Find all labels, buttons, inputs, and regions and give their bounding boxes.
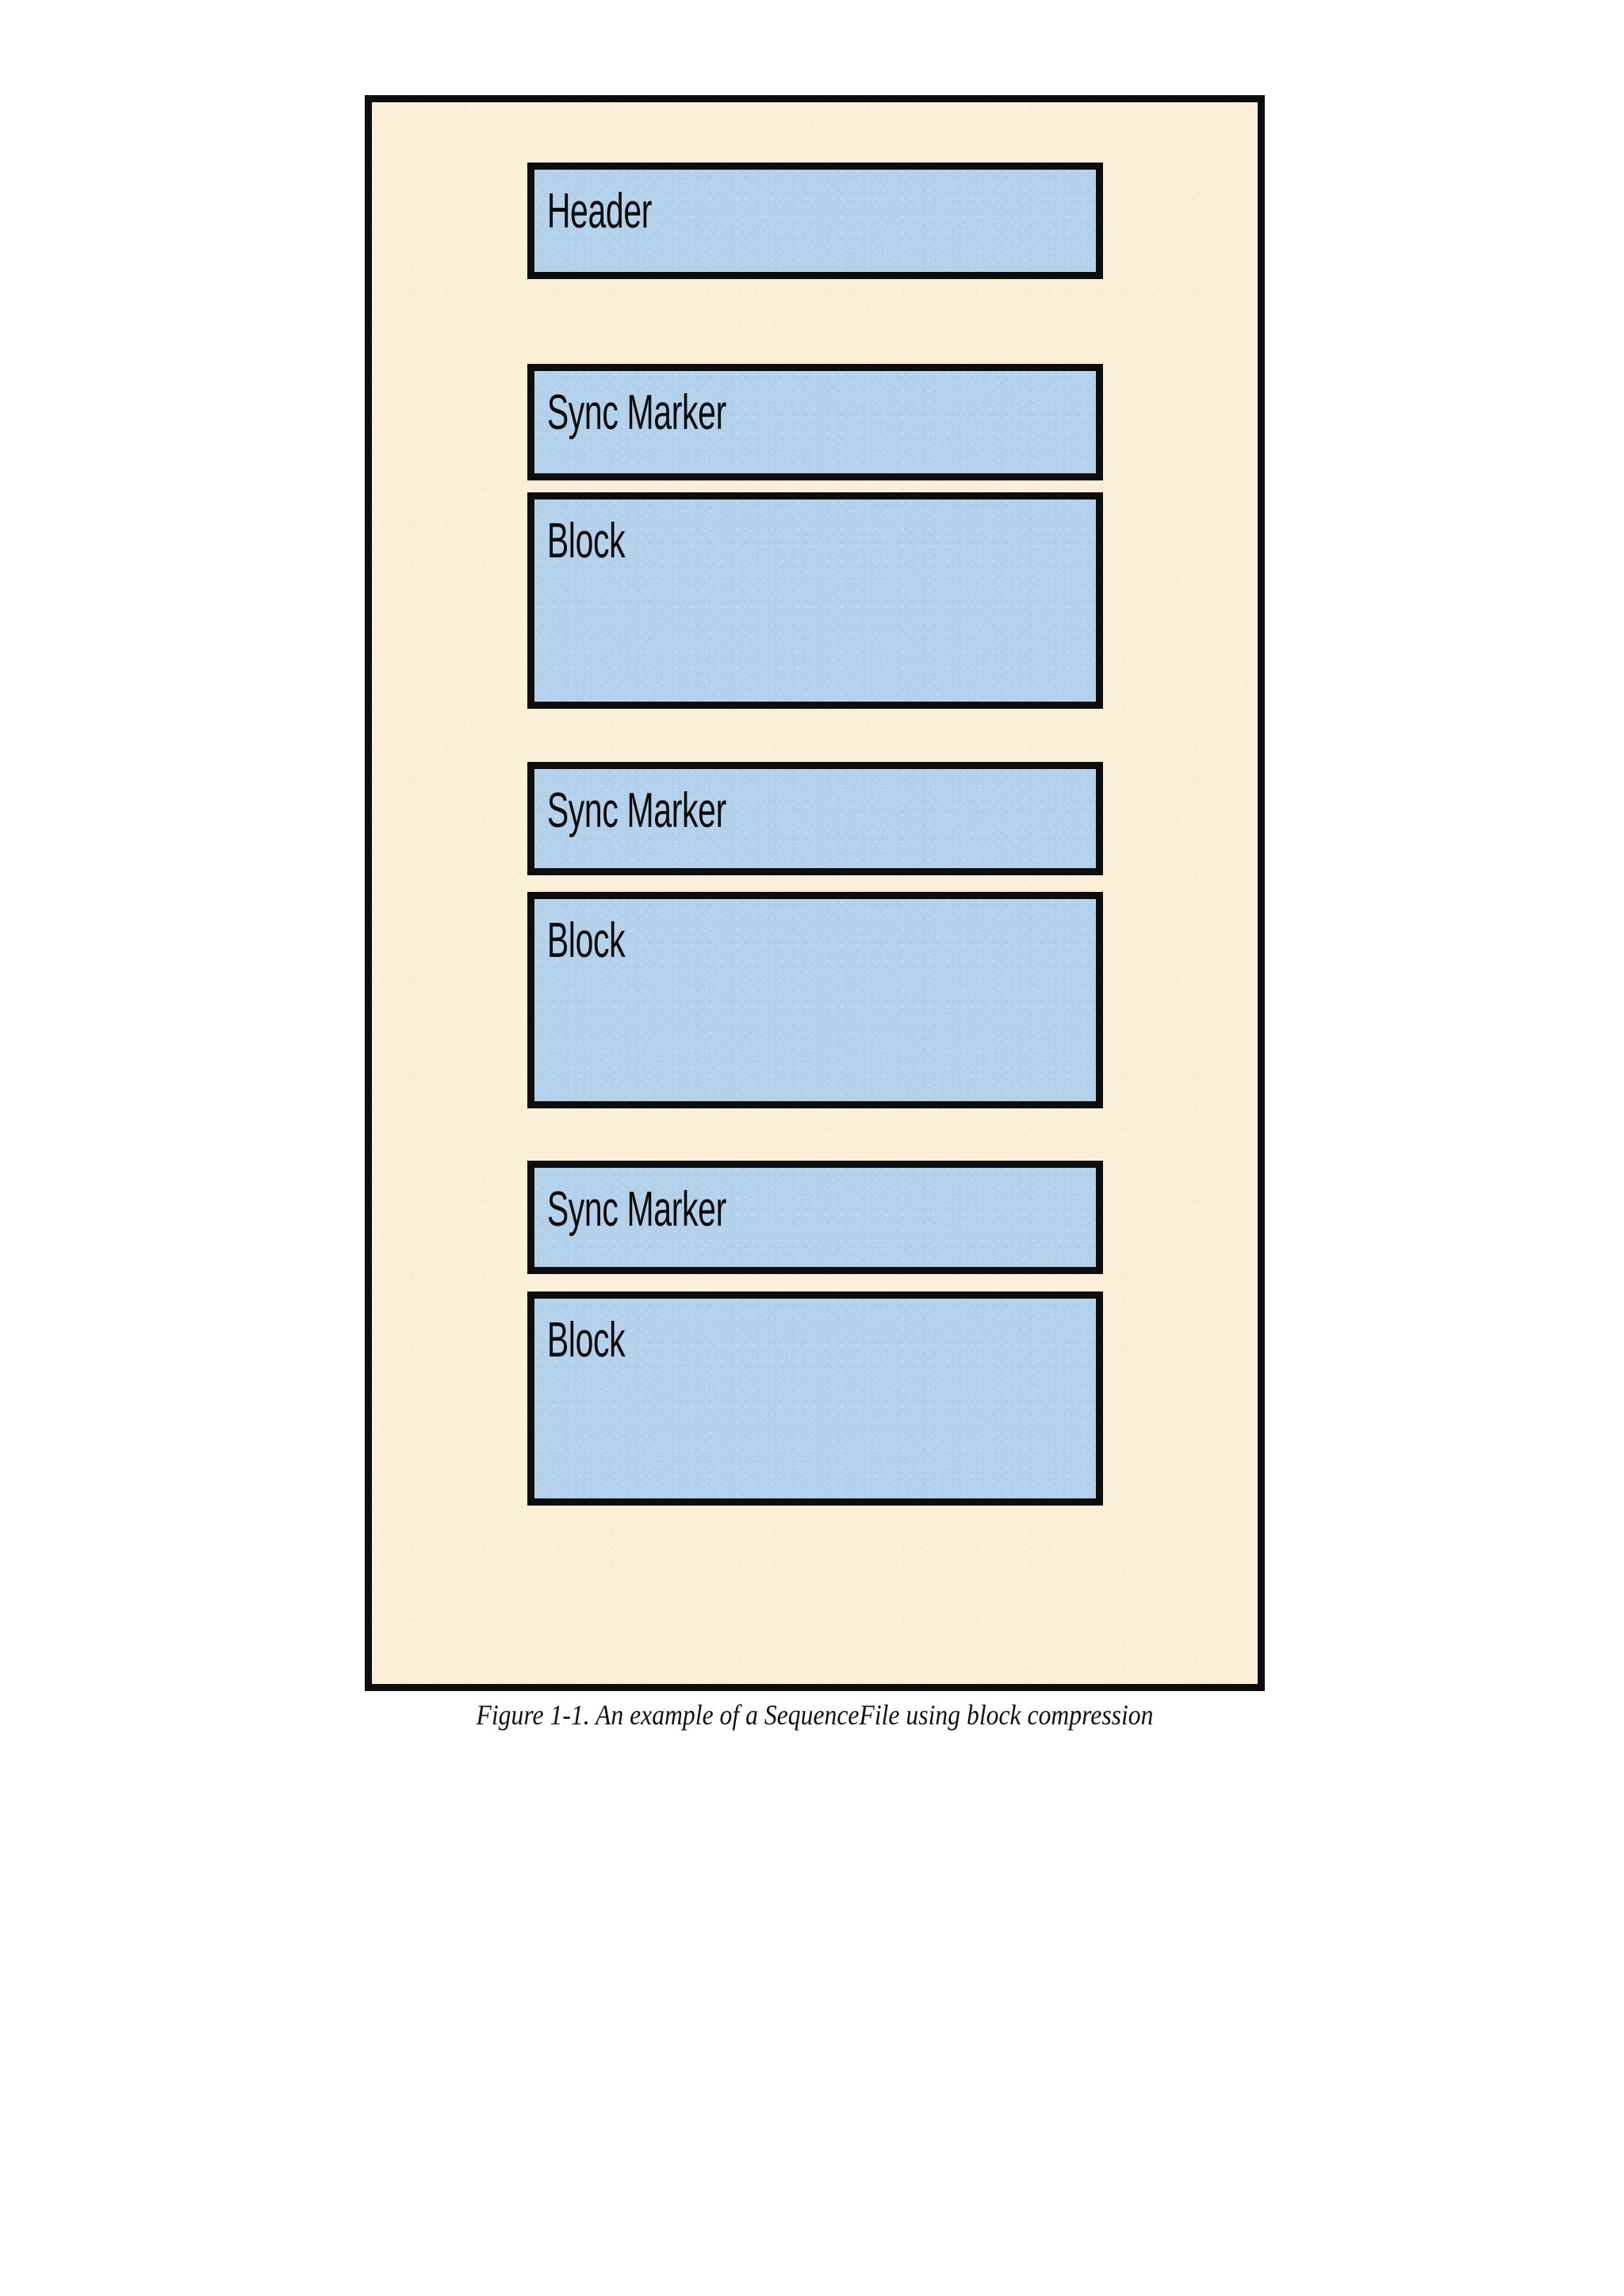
sequencefile-sync-marker-label-3: Sync Marker: [546, 1182, 726, 1237]
sequencefile-sync-marker-label-1: Sync Marker: [546, 385, 726, 440]
sequencefile-block-label-2: Block: [546, 913, 626, 968]
sequencefile-block-box-3: Block: [527, 1292, 1103, 1506]
sequencefile-block-box-1: Block: [527, 492, 1103, 709]
sequencefile-header-label: Header: [546, 184, 653, 239]
sequencefile-sync-marker-box-2: Sync Marker: [527, 762, 1103, 875]
sequencefile-block-box-2: Block: [527, 892, 1103, 1108]
sequencefile-header-box: Header: [527, 163, 1103, 279]
sequencefile-sync-marker-box-1: Sync Marker: [527, 364, 1103, 480]
sequencefile-sync-marker-label-2: Sync Marker: [546, 783, 726, 838]
figure-caption: Figure 1-1. An example of a SequenceFile…: [476, 1699, 1154, 1731]
sequencefile-block-label-3: Block: [546, 1313, 626, 1368]
sequencefile-sync-marker-box-3: Sync Marker: [527, 1161, 1103, 1274]
sequencefile-block-label-1: Block: [546, 514, 626, 568]
sequencefile-diagram-frame: Header Sync Marker Block Sync Marker Blo…: [365, 95, 1265, 1691]
